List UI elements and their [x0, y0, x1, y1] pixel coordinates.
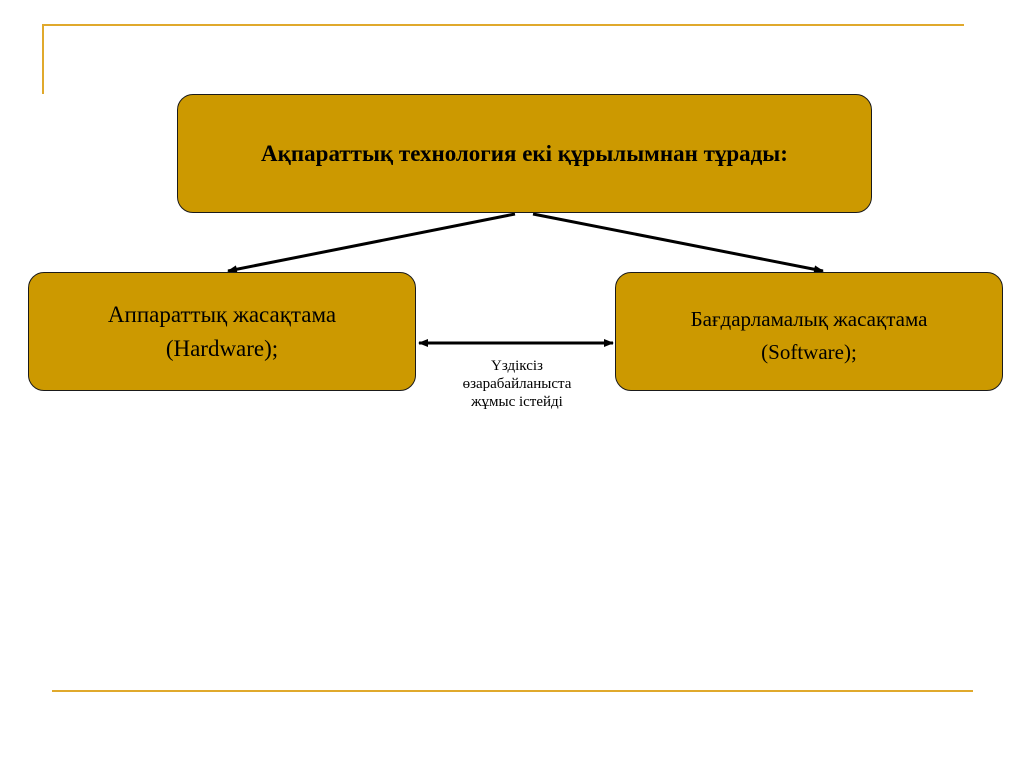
arrow-to-hardware [227, 212, 516, 274]
software-box-line2: (Software); [761, 340, 857, 364]
frame-top-line [42, 24, 964, 26]
information-technology-box: Ақпараттық технология екі құрылымнан тұр… [177, 94, 872, 213]
software-box-text: Бағдарламалық жасақтама (Software); [691, 303, 928, 369]
hardware-box-line2: (Hardware); [165, 335, 279, 361]
hardware-box-line1: Аппараттық жасақтама [107, 301, 337, 327]
frame-bottom-line [52, 690, 973, 692]
frame-left-line [42, 24, 44, 94]
top-box-label: Ақпараттық технология екі құрылымнан тұр… [261, 140, 788, 166]
arrow-to-software [532, 212, 824, 274]
software-box-line1: Бағдарламалық жасақтама [690, 307, 928, 331]
hardware-box-text: Аппараттық жасақтама (Hardware); [108, 298, 336, 366]
relation-label: Үздіксіз өзарабайланыста жұмыс істейді [432, 357, 602, 411]
software-box: Бағдарламалық жасақтама (Software); [615, 272, 1003, 391]
hardware-box: Аппараттық жасақтама (Hardware); [28, 272, 416, 391]
relation-label-line3: жұмыс істейді [471, 394, 563, 410]
relation-label-line1: Үздіксіз [491, 358, 543, 374]
relation-label-line2: өзарабайланыста [462, 376, 572, 392]
